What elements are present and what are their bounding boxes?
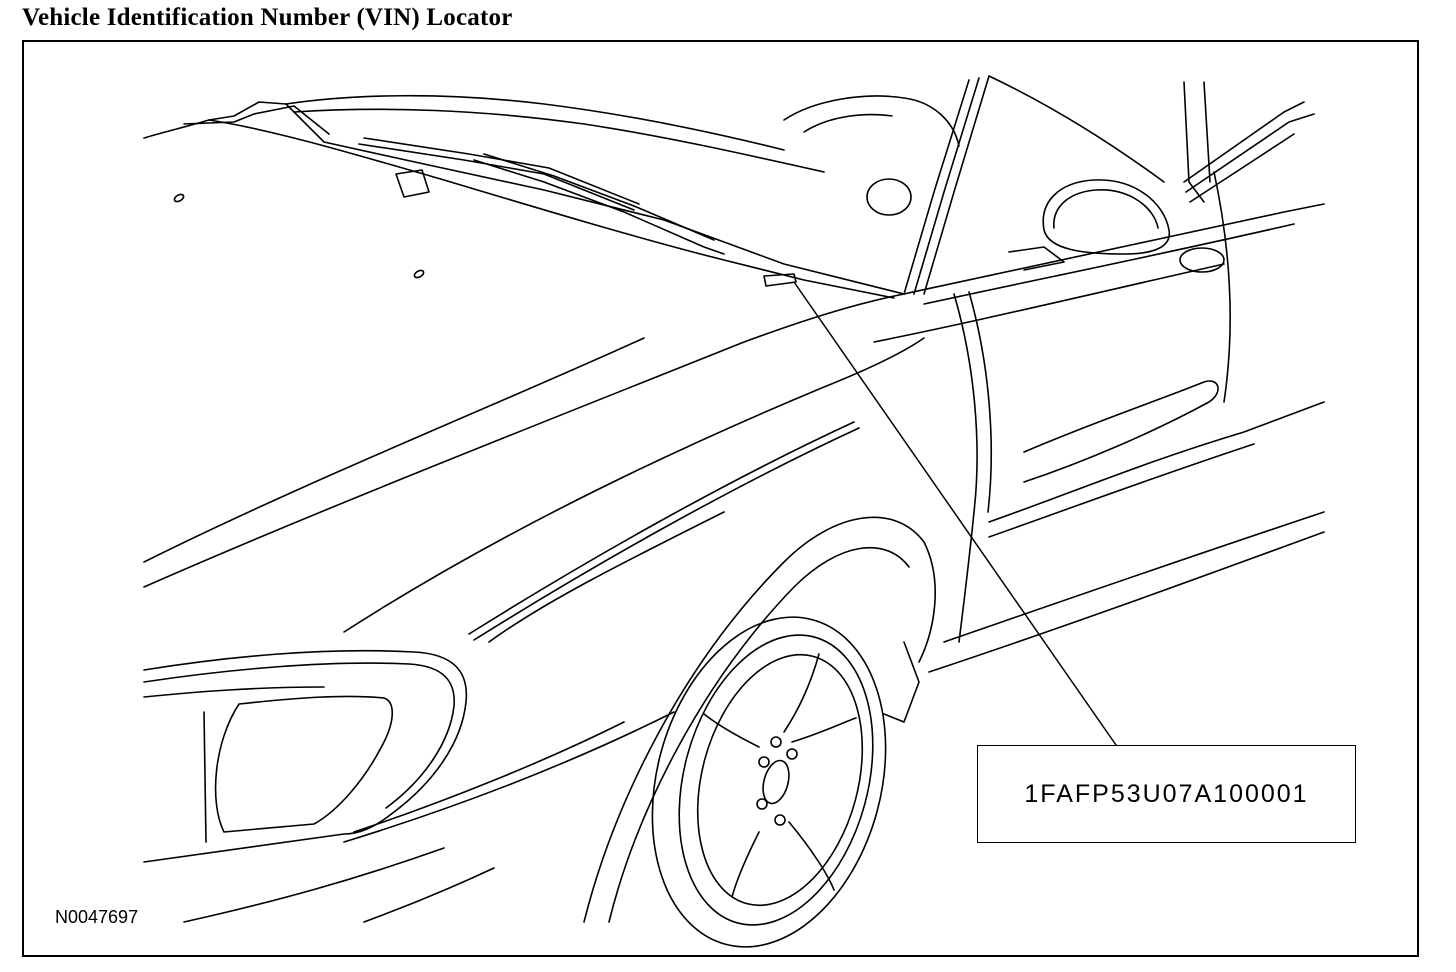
tire-inner (678, 634, 874, 926)
vin-callout-box: 1FAFP53U07A100001 (977, 745, 1356, 843)
spoke-1 (783, 653, 820, 733)
a-pillar-mid (913, 77, 980, 295)
fender-accent (468, 421, 855, 635)
b-pillar (1183, 81, 1205, 203)
fender-door-seam (953, 293, 978, 643)
hood-edge (143, 101, 905, 295)
bumper-line (343, 711, 675, 843)
bumper-top (353, 721, 625, 833)
hood-mark-2 (413, 269, 425, 279)
page-title: Vehicle Identification Number (VIN) Loca… (22, 4, 513, 31)
wiper-arm-2 (473, 159, 725, 255)
headlamp-outer (143, 649, 468, 863)
tire-outer (651, 616, 887, 948)
illustration-frame: 1FAFP53U07A100001 N0047697 (22, 40, 1419, 957)
wiper-blade-1 (358, 143, 635, 211)
lug-4 (774, 814, 786, 826)
side-mirror (1042, 179, 1171, 255)
spoke-2 (791, 717, 857, 743)
fender-accent-2 (473, 427, 860, 641)
lug-1 (770, 736, 782, 748)
wheel-arch-inner (608, 546, 910, 923)
hub (762, 759, 790, 805)
vin-leader-line (793, 281, 1117, 746)
rocker-line (943, 511, 1325, 643)
dash-knob (866, 178, 912, 216)
door-handle (1179, 247, 1225, 273)
headlamp-outer-2 (143, 662, 455, 809)
hood-front-line (183, 113, 255, 125)
cowl-panel-line (208, 119, 895, 299)
a-pillar-rear (923, 75, 990, 295)
wiper-arm-2b (483, 153, 715, 241)
mirror-mount (1008, 246, 1065, 271)
hood-crease-long-2 (143, 293, 905, 588)
door-lower-line (988, 401, 1325, 523)
fender-top-line (343, 337, 925, 633)
door-lower-line-2 (988, 443, 1255, 538)
windshield-base (285, 94, 785, 151)
roof-line-2 (1185, 113, 1315, 193)
wheel-arch (583, 516, 936, 923)
lower-valance (363, 867, 495, 923)
roof-line-3 (1189, 133, 1295, 203)
spoke-3 (788, 821, 835, 891)
side-character-line (873, 263, 1225, 343)
dash-top (293, 108, 825, 173)
rocker-line-2 (928, 531, 1325, 673)
a-pillar-front (903, 79, 970, 295)
fender-front-curve (488, 511, 725, 643)
lug-3 (758, 756, 770, 768)
steering-wheel (783, 95, 960, 147)
hood-mark-1 (173, 193, 185, 203)
side-mirror-inner (1053, 189, 1159, 229)
rim (696, 653, 864, 907)
headlamp-inner (214, 695, 394, 833)
hood-crease-upper (253, 105, 330, 135)
beltline (903, 203, 1325, 295)
door-frame-top (988, 75, 1165, 183)
lug-2 (786, 748, 798, 760)
wiper-pivot (395, 169, 430, 198)
fender-door-seam-2 (968, 291, 993, 513)
headlamp-line-2 (203, 711, 207, 843)
beltline-2 (923, 223, 1295, 305)
hood-crease-long-1 (143, 337, 645, 563)
car-line-drawing (143, 75, 1325, 948)
figure-number: N0047697 (55, 907, 139, 927)
roof-line-1 (1183, 101, 1305, 183)
spoke-4 (731, 831, 760, 898)
wiper-blade-1b (363, 137, 640, 205)
bumper-lower (183, 847, 445, 923)
steering-wheel-inner (803, 113, 893, 133)
spoke-5 (703, 713, 760, 748)
rear-door-edge (1213, 171, 1231, 403)
door-bottom-swoop (1023, 380, 1219, 483)
headlamp-line-1 (143, 686, 325, 698)
mud-flap (883, 641, 920, 723)
b-pillar-2 (1203, 81, 1211, 183)
lug-5 (756, 798, 768, 810)
vin-plate (763, 273, 797, 287)
